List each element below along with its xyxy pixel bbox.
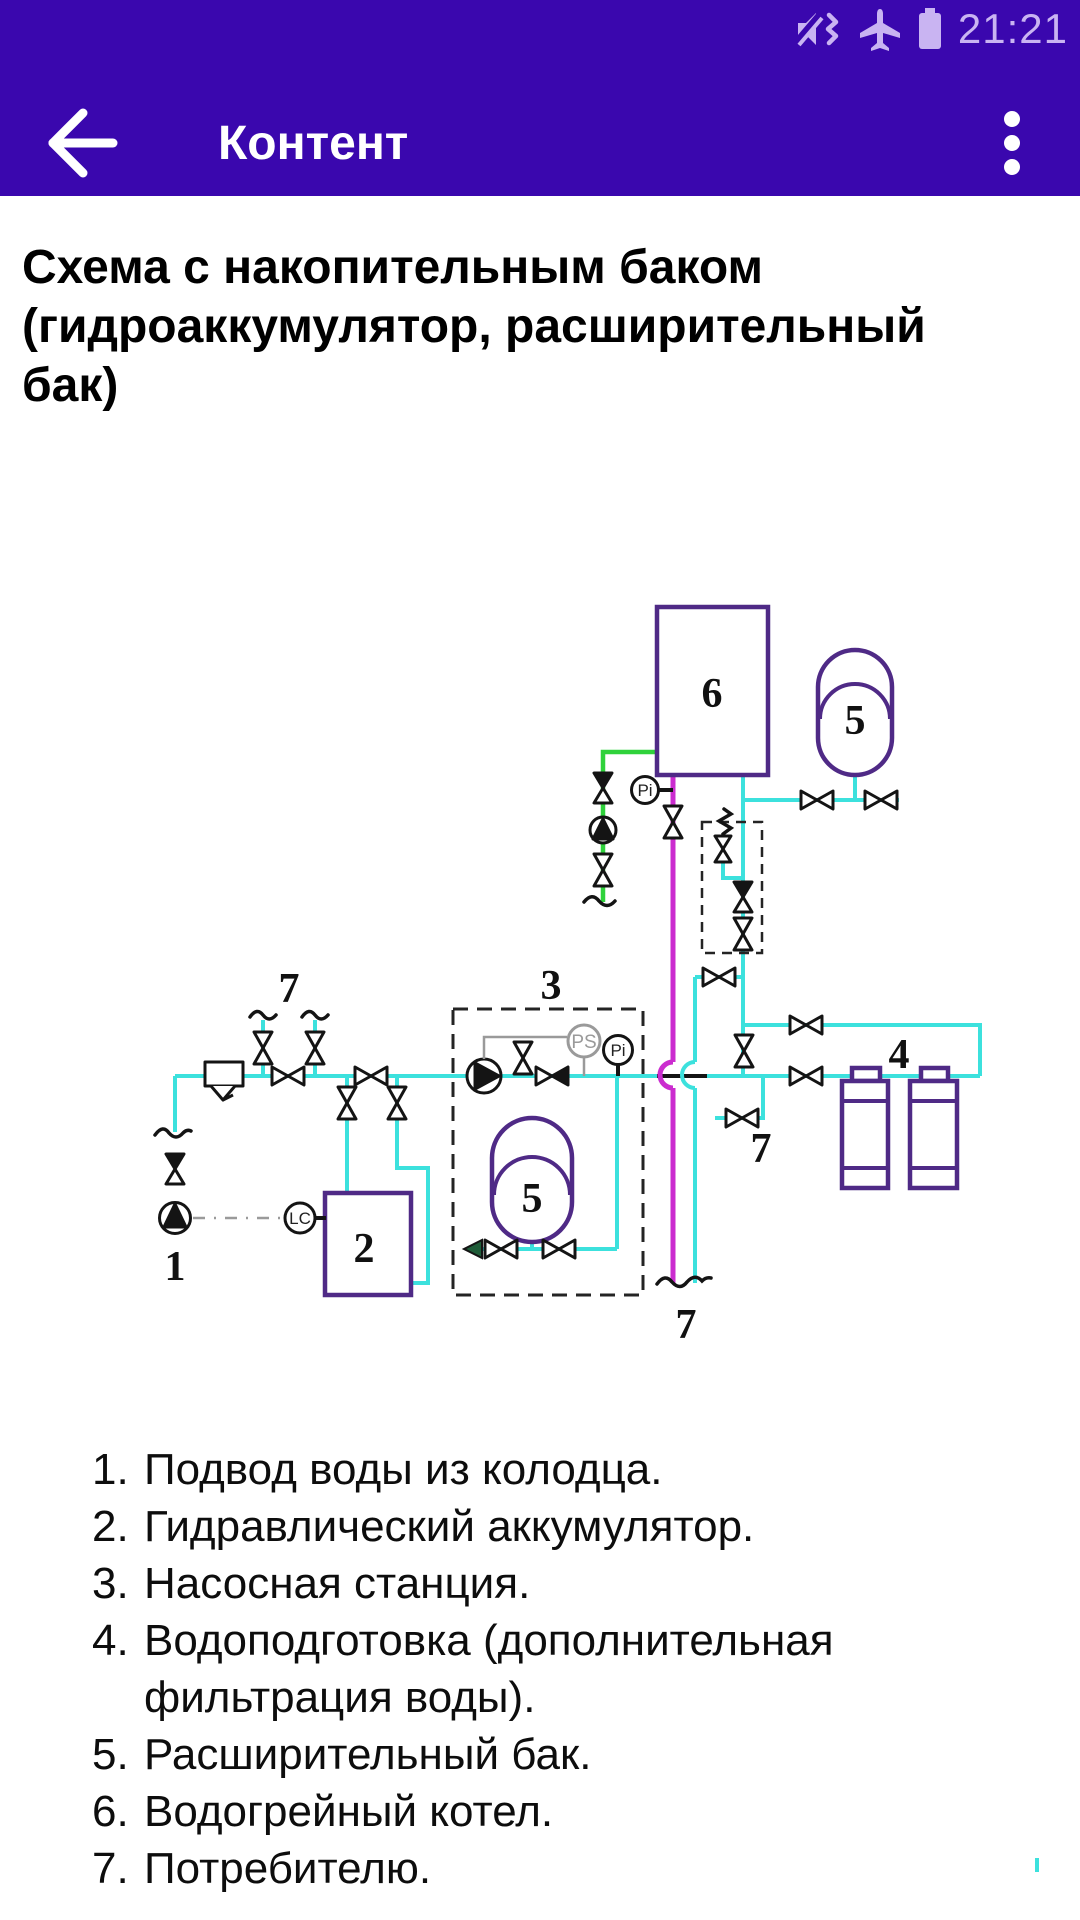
mute-vibrate-icon bbox=[795, 12, 839, 47]
label-accumulator: 2 bbox=[354, 1226, 375, 1272]
legend-item-1: 1.Подвод воды из колодца. bbox=[92, 1445, 663, 1494]
svg-text:Pi: Pi bbox=[637, 781, 652, 800]
fill-pump bbox=[588, 815, 618, 845]
article-heading: Схема с накопительным баком (гидроаккуму… bbox=[22, 241, 926, 412]
pressure-gauge-station: Pi bbox=[602, 1034, 634, 1076]
svg-text:Pi: Pi bbox=[610, 1041, 625, 1060]
level-controller: LC bbox=[193, 1201, 326, 1235]
svg-text:PS: PS bbox=[571, 1032, 596, 1053]
label-boiler: 6 bbox=[702, 671, 723, 717]
check-valves bbox=[164, 771, 754, 1186]
legend-item-6: 6.Водогрейный котел. bbox=[92, 1787, 554, 1836]
pressure-switch: PS bbox=[482, 1023, 602, 1076]
pressure-gauge-top: Pi bbox=[630, 775, 673, 805]
boiler-fill-pipe bbox=[600, 749, 657, 902]
label-water-treatment: 4 bbox=[889, 1032, 910, 1078]
hot-water-pipe bbox=[657, 775, 676, 1283]
accumulator-tank bbox=[322, 1190, 414, 1298]
expansion-tank-main bbox=[815, 647, 895, 778]
filter-cartridges bbox=[839, 1065, 960, 1191]
app-bar: Контент bbox=[0, 58, 1080, 196]
three-dots-icon bbox=[1004, 111, 1020, 175]
legend-item-5: 5.Расширительный бак. bbox=[92, 1730, 592, 1779]
safety-relief-valve bbox=[713, 807, 735, 864]
scrollbar-thumb[interactable] bbox=[1035, 1858, 1039, 1872]
label-consumer-bottom: 7 bbox=[676, 1302, 697, 1348]
station-pump bbox=[465, 1057, 503, 1095]
page-title: Контент bbox=[218, 116, 409, 170]
shutoff-valves bbox=[252, 789, 899, 1260]
back-arrow-icon bbox=[48, 108, 118, 178]
boiler-box bbox=[654, 604, 771, 778]
airplane-mode-icon bbox=[859, 9, 900, 51]
legend-item-7: 7.Потребителю. bbox=[92, 1844, 432, 1893]
legend-item-4: 4.Водоподготовка (дополнительная фильтра… bbox=[92, 1616, 834, 1722]
overflow-menu-button[interactable] bbox=[992, 103, 1032, 183]
pipe-break-marks bbox=[153, 895, 713, 1289]
safety-group-boundary bbox=[700, 820, 764, 955]
legend-item-3: 3.Насосная станция. bbox=[92, 1559, 531, 1608]
label-consumer-right: 7 bbox=[751, 1126, 772, 1172]
label-pump-station: 3 bbox=[541, 963, 562, 1009]
label-expansion-station: 5 bbox=[522, 1176, 543, 1222]
label-consumer-top: 7 bbox=[279, 966, 300, 1012]
well-pump bbox=[158, 1201, 192, 1235]
expansion-tank-station bbox=[489, 1115, 575, 1245]
back-button[interactable] bbox=[42, 103, 122, 183]
legend-list: 1.Подвод воды из колодца. 2.Гидравлическ… bbox=[92, 1441, 998, 1897]
status-bar: 21:21 bbox=[0, 0, 1080, 58]
clock: 21:21 bbox=[957, 5, 1068, 52]
schematic-diagram: Pi PS Pi LC 1 2 bbox=[153, 604, 982, 1348]
diagram-labels: 1 2 3 4 5 5 6 7 7 7 bbox=[165, 671, 910, 1348]
label-expansion-main: 5 bbox=[845, 698, 866, 744]
svg-text:LC: LC bbox=[289, 1209, 311, 1228]
strainer-filter bbox=[203, 1060, 245, 1102]
legend-item-2: 2.Гидравлический аккумулятор. bbox=[92, 1502, 755, 1551]
label-well-pump: 1 bbox=[165, 1244, 186, 1290]
battery-icon bbox=[918, 8, 941, 49]
drain-arrow bbox=[461, 1238, 483, 1260]
